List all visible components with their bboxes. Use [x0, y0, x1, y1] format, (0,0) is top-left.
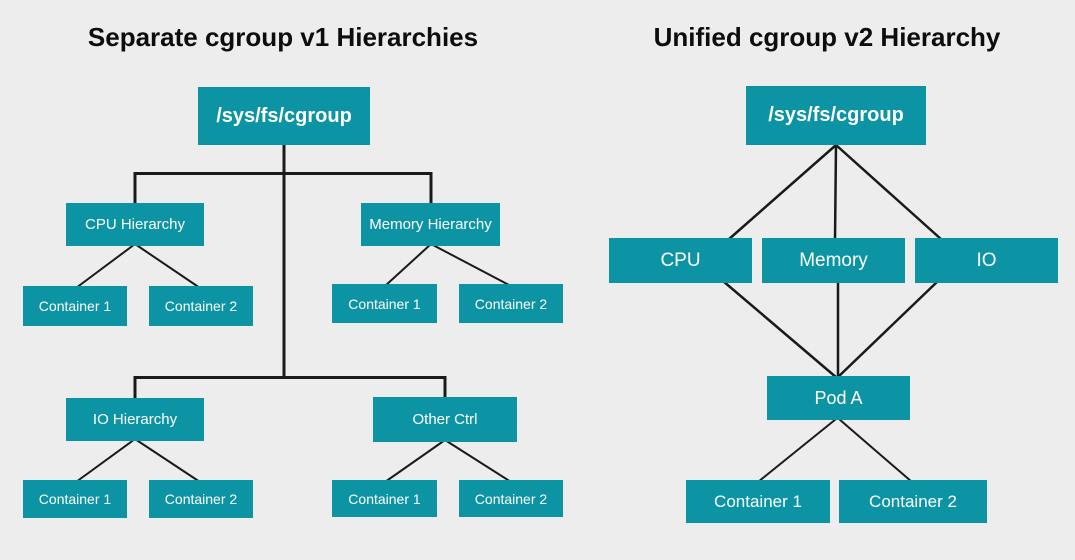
v1-other-container-1-node: Container 1	[332, 480, 437, 517]
v1-edge-mem-c2	[430, 243, 512, 287]
v1-edge-cpu-c2	[134, 243, 201, 289]
v2-edge-root-io	[835, 144, 943, 241]
v1-cpu-container-2-node: Container 2	[149, 286, 253, 326]
v2-root-node: /sys/fs/cgroup	[746, 86, 926, 145]
v1-edge-cpu-c1	[75, 243, 136, 289]
v1-edge-other-c2	[444, 439, 512, 483]
v2-pod-a-node: Pod A	[767, 376, 910, 420]
v2-container-2-node: Container 2	[839, 480, 987, 523]
v1-memory-container-2-node: Container 2	[459, 284, 563, 323]
v1-other-container-2-node: Container 2	[459, 480, 563, 517]
v1-io-container-2-node: Container 2	[149, 480, 253, 518]
v2-edge-root-cpu	[727, 144, 837, 241]
v1-diagram-title: Separate cgroup v1 Hierarchies	[87, 22, 479, 52]
v1-other-ctrl-node: Other Ctrl	[373, 397, 517, 442]
v2-edge-pod-c1	[757, 418, 837, 483]
v2-diagram-title: Unified cgroup v2 Hierarchy	[653, 22, 1001, 52]
v2-container-1-node: Container 1	[686, 480, 830, 523]
v2-edge-root-memory	[833, 144, 838, 241]
v1-edge-bus-row2	[133, 376, 447, 400]
v1-root-node: /sys/fs/cgroup	[198, 87, 370, 145]
v2-edge-cpu-pod	[722, 280, 838, 379]
v1-edge-other-c1	[384, 439, 446, 483]
v2-edge-pod-c2	[838, 418, 913, 483]
v1-io-hierarchy-node: IO Hierarchy	[66, 398, 204, 441]
v1-io-container-1-node: Container 1	[23, 480, 127, 518]
v1-memory-hierarchy-node: Memory Hierarchy	[361, 203, 500, 246]
v2-edge-io-pod	[836, 280, 939, 379]
v2-memory-node: Memory	[762, 238, 905, 283]
v1-cpu-container-1-node: Container 1	[23, 286, 127, 326]
v1-edge-io-c2	[134, 438, 201, 483]
v2-io-node: IO	[915, 238, 1058, 283]
v1-memory-container-1-node: Container 1	[332, 284, 437, 323]
v2-cpu-node: CPU	[609, 238, 752, 283]
v1-cpu-hierarchy-node: CPU Hierarchy	[66, 203, 204, 246]
v1-edge-io-c1	[75, 438, 136, 483]
v1-edge-mem-c1	[384, 243, 432, 287]
v1-edge-bus-row1	[133, 172, 433, 205]
